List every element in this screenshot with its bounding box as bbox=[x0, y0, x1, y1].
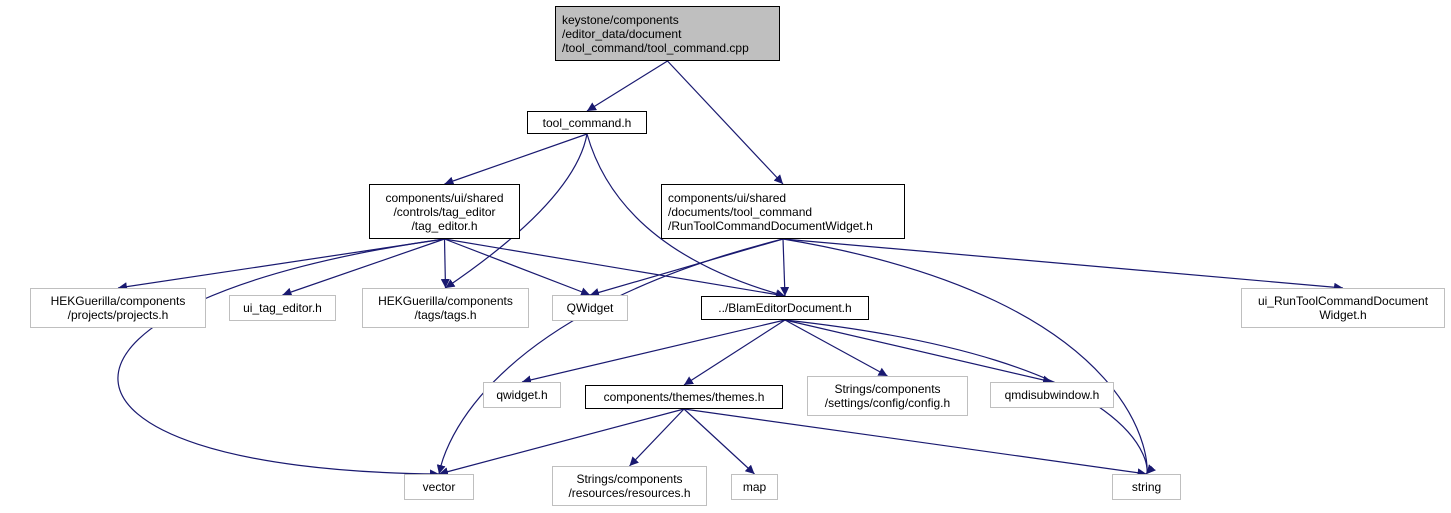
node-resources-h[interactable]: Strings/components /resources/resources.… bbox=[552, 466, 707, 506]
node-label-line: ../BlamEditorDocument.h bbox=[718, 301, 852, 315]
node-label-line: QWidget bbox=[566, 301, 614, 315]
node-label-line: /tag_editor.h bbox=[411, 218, 478, 233]
edge-themes_h-to-string bbox=[683, 408, 1147, 478]
node-qwidget[interactable]: QWidget bbox=[552, 295, 628, 321]
node-label-line: qwidget.h bbox=[496, 388, 548, 402]
node-themes-h[interactable]: components/themes/themes.h bbox=[585, 385, 783, 409]
edge-run_tool_widget_h-to-QWidget bbox=[589, 238, 784, 297]
node-label-line: keystone/components bbox=[562, 12, 679, 27]
edge-run_tool_widget_h-to-blam_editor_doc_h bbox=[780, 238, 790, 297]
edge-themes_h-to-vector bbox=[438, 408, 685, 477]
edge-tag_editor_h-to-vector bbox=[117, 238, 445, 479]
node-tag-editor-h[interactable]: components/ui/shared /controls/tag_edito… bbox=[369, 184, 520, 239]
node-vector[interactable]: vector bbox=[404, 474, 474, 500]
node-label-line: components/ui/shared bbox=[385, 190, 504, 205]
edge-blam_editor_doc_h-to-themes_h bbox=[683, 319, 786, 386]
node-map[interactable]: map bbox=[731, 474, 778, 500]
node-label-line: components/themes/themes.h bbox=[603, 390, 765, 404]
edge-run_tool_widget_h-to-vector bbox=[436, 238, 784, 475]
edge-blam_editor_doc_h-to-config_h bbox=[784, 319, 888, 377]
node-blam-editor-document-h[interactable]: ../BlamEditorDocument.h bbox=[701, 296, 869, 320]
node-label-line: /documents/tool_command bbox=[668, 204, 813, 219]
node-label-line: vector bbox=[422, 480, 456, 494]
node-label-line: /tool_command/tool_command.cpp bbox=[562, 40, 749, 55]
node-label-line: /settings/config/config.h bbox=[824, 396, 951, 410]
edge-blam_editor_doc_h-to-qwidget_h bbox=[521, 319, 786, 385]
node-tags-h[interactable]: HEKGuerilla/components /tags/tags.h bbox=[362, 288, 529, 328]
edge-run_tool_widget_h-to-ui_run_tool_h bbox=[782, 238, 1344, 292]
node-label-line: /resources/resources.h bbox=[568, 486, 691, 500]
node-qwidget-h[interactable]: qwidget.h bbox=[483, 382, 561, 408]
node-root-tool-command-cpp[interactable]: keystone/components /editor_data/documen… bbox=[555, 6, 780, 61]
edge-tag_editor_h-to-tags_h bbox=[440, 238, 450, 289]
node-ui-run-tool-command-document-widget-h[interactable]: ui_RunToolCommandDocument Widget.h bbox=[1241, 288, 1445, 328]
node-label-line: qmdisubwindow.h bbox=[1004, 388, 1100, 402]
edge-tag_editor_h-to-blam_editor_doc_h bbox=[444, 238, 786, 299]
node-label-line: /tags/tags.h bbox=[414, 308, 477, 322]
node-ui-tag-editor-h[interactable]: ui_tag_editor.h bbox=[229, 295, 336, 321]
node-label-line: components/ui/shared bbox=[668, 190, 787, 205]
edge-tag_editor_h-to-projects_h bbox=[117, 238, 445, 292]
edge-tool_command_h-to-blam_editor_doc_h bbox=[586, 133, 786, 298]
node-label-line: Widget.h bbox=[1319, 308, 1367, 322]
node-tool-command-h[interactable]: tool_command.h bbox=[527, 111, 647, 134]
edge-tag_editor_h-to-ui_tag_editor_h bbox=[282, 238, 445, 297]
node-label-line: /editor_data/document bbox=[562, 26, 682, 41]
node-label-line: Strings/components bbox=[834, 382, 941, 396]
node-label-line: Strings/components bbox=[576, 472, 683, 486]
edge-run_tool_widget_h-to-string bbox=[782, 238, 1156, 475]
edge-tool_command_h-to-tags_h bbox=[445, 133, 588, 289]
edge-tool_command_h-to-tag_editor_h bbox=[444, 133, 588, 186]
node-string[interactable]: string bbox=[1112, 474, 1181, 500]
node-qmdisubwindow-h[interactable]: qmdisubwindow.h bbox=[990, 382, 1114, 408]
node-config-h[interactable]: Strings/components /settings/config/conf… bbox=[807, 376, 968, 416]
node-label-line: HEKGuerilla/components bbox=[378, 294, 513, 308]
node-projects-h[interactable]: HEKGuerilla/components /projects/project… bbox=[30, 288, 206, 328]
node-label-line: /controls/tag_editor bbox=[393, 204, 496, 219]
node-label-line: /RunToolCommandDocumentWidget.h bbox=[668, 218, 873, 233]
node-label-line: tool_command.h bbox=[542, 115, 632, 130]
node-label-line: /projects/projects.h bbox=[67, 308, 169, 322]
edge-blam_editor_doc_h-to-string bbox=[784, 319, 1156, 475]
edge-blam_editor_doc_h-to-qmdisubwindow_h bbox=[784, 319, 1053, 385]
node-label-line: map bbox=[742, 480, 767, 494]
node-label-line: string bbox=[1131, 480, 1162, 494]
node-label-line: ui_tag_editor.h bbox=[243, 301, 322, 315]
edge-tag_editor_h-to-QWidget bbox=[444, 238, 591, 296]
edge-root-to-run_tool_widget_h bbox=[667, 60, 784, 185]
node-label-line: HEKGuerilla/components bbox=[50, 294, 186, 308]
edge-root-to-tool_command_h bbox=[586, 60, 668, 112]
node-run-tool-command-document-widget-h[interactable]: components/ui/shared /documents/tool_com… bbox=[661, 184, 905, 239]
edge-themes_h-to-resources_h bbox=[629, 408, 685, 467]
node-label-line: ui_RunToolCommandDocument bbox=[1257, 294, 1429, 308]
edge-themes_h-to-map bbox=[683, 408, 755, 475]
